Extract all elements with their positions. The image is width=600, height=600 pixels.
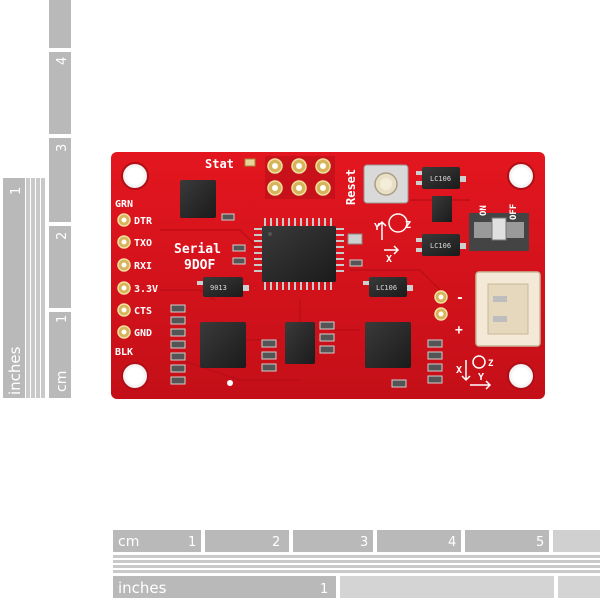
vertical-inches-label: inches [6, 346, 24, 395]
horizontal-cm-tick-3: 3 [360, 535, 368, 550]
pin-label-blk: BLK [115, 347, 133, 358]
regulator-chip: LC106 [416, 167, 466, 189]
circuit-board: GRN DTR TXO RXI 3.3V CTS GND BLK Serial … [111, 152, 545, 399]
chip-mark: 9013 [210, 284, 227, 292]
switch-on-label: ON [479, 205, 489, 216]
horizontal-cm-tick-4: 4 [448, 535, 456, 550]
sensor-chip-center [285, 322, 315, 364]
axes-marking-top [377, 213, 408, 255]
regulator-chip: LC106 [363, 277, 413, 297]
microcontroller-chip [254, 218, 344, 290]
solder-dot [227, 380, 233, 386]
vertical-inch-tick-1: 1 [9, 187, 24, 195]
mounting-hole [507, 362, 535, 390]
vertical-cm-label: cm [54, 371, 70, 392]
pin-label-3v3: 3.3V [134, 284, 158, 295]
pin-label-txo: TXO [134, 238, 152, 249]
accelerometer-chip [180, 180, 216, 218]
regulator-chip: 9013 [197, 277, 249, 297]
horizontal-inches-label: inches [118, 579, 167, 597]
horizontal-inch-tick-1: 1 [320, 582, 328, 597]
mounting-hole [507, 162, 535, 190]
horizontal-cm-tick-5: 5 [536, 535, 544, 550]
pin-label-cts: CTS [134, 306, 152, 317]
battery-connector [475, 271, 541, 347]
pin-label-dtr: DTR [134, 216, 153, 227]
switch-off-label: OFF [509, 204, 519, 220]
header-pads [117, 213, 131, 339]
chip-mark: LC106 [430, 242, 451, 250]
mounting-hole [121, 162, 149, 190]
stat-label: Stat [205, 157, 234, 171]
power-switch[interactable] [469, 213, 529, 251]
axis-label-z-top: Z [405, 220, 411, 231]
magnetometer-chip [365, 322, 411, 368]
isp-header [265, 156, 335, 199]
battery-minus-label: - [456, 291, 464, 306]
axis-label-x-bottom: X [456, 365, 462, 376]
axis-label-y-top: Y [374, 222, 380, 233]
vertical-cm-tick-3: 3 [55, 144, 70, 152]
regulator-chip: LC106 [416, 234, 466, 256]
mosfet-chip [432, 196, 452, 222]
crystal [347, 233, 363, 245]
horizontal-cm-tick-1: 1 [188, 535, 196, 550]
gyroscope-chip [200, 322, 246, 368]
axis-label-y-bottom: Y [478, 372, 484, 383]
pin-label-gnd: GND [134, 328, 152, 339]
mounting-hole [121, 362, 149, 390]
reset-label: Reset [344, 169, 358, 205]
vertical-cm-tick-2: 2 [55, 232, 70, 240]
reset-button[interactable] [363, 164, 409, 204]
chip-mark: LC106 [376, 284, 397, 292]
chip-mark: LC106 [430, 175, 451, 183]
board-title-serial: Serial [174, 242, 221, 257]
pin-label-grn: GRN [115, 199, 133, 210]
horizontal-cm-tick-2: 2 [272, 535, 280, 550]
vertical-inch-tick-4: 4 [55, 57, 70, 65]
axis-label-z-bottom: Z [488, 359, 494, 369]
battery-plus-label: + [455, 323, 463, 338]
horizontal-cm-label: cm [118, 534, 139, 550]
passive-components [170, 213, 443, 388]
horizontal-ruler: cm 1 2 3 4 5 inches 1 [113, 530, 600, 598]
axis-label-x-top: X [386, 254, 392, 265]
axes-marking-bottom [461, 355, 492, 390]
status-led [244, 158, 256, 167]
vertical-cm-tick-1: 1 [55, 315, 70, 323]
vertical-ruler: cm 1 2 3 4 inches 1 [3, 0, 71, 398]
board-title-9dof: 9DOF [184, 258, 215, 273]
pin-label-rxi: RXI [134, 261, 152, 272]
